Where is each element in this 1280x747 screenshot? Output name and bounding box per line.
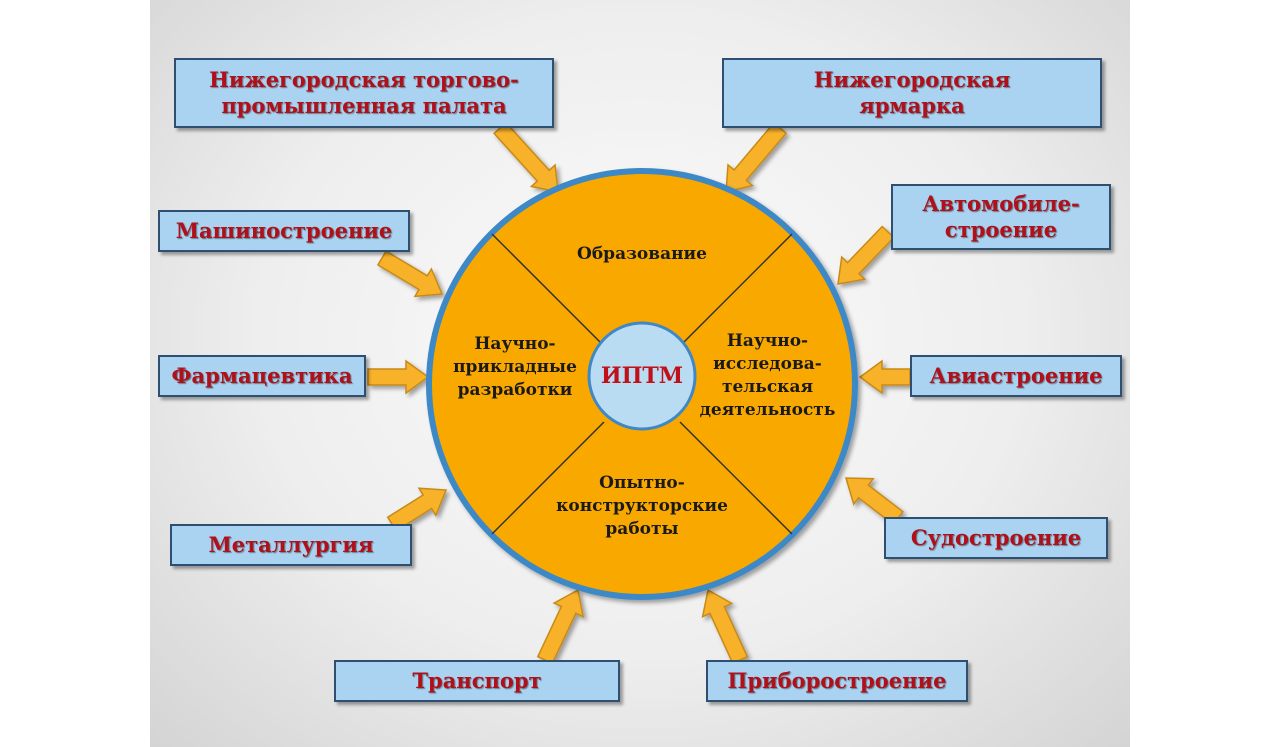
center-circle <box>587 321 697 431</box>
arrow-instruments <box>701 588 749 665</box>
divider-sw <box>491 421 605 535</box>
box-metallurgy[interactable]: Металлургия <box>170 524 412 566</box>
divider-ne <box>679 233 793 347</box>
arrow-transport <box>536 588 585 665</box>
box-aviation[interactable]: Авиастроение <box>910 355 1122 397</box>
box-shipbuilding[interactable]: Судостроение <box>884 517 1108 559</box>
box-fair[interactable]: Нижегородская ярмарка <box>722 58 1102 128</box>
arrow-mechanical <box>376 250 444 298</box>
segment-bottom: Опытно- конструкторские работы <box>556 473 728 539</box>
arrow-metallurgy <box>386 487 448 532</box>
center-label: ИПТМ <box>600 363 684 389</box>
segment-left: Научно- прикладные разработки <box>453 334 577 400</box>
box-mechanical[interactable]: Машиностроение <box>158 210 410 252</box>
arrow-chamber <box>493 121 559 193</box>
segment-top: Образование <box>577 244 707 264</box>
box-automotive[interactable]: Автомобиле- строение <box>891 184 1111 250</box>
box-pharma[interactable]: Фармацевтика <box>158 355 366 397</box>
arrows <box>367 121 911 665</box>
segment-right: Научно- исследова- тельская деятельность <box>699 331 836 420</box>
arrow-automotive <box>837 225 895 285</box>
arrow-fair <box>725 121 788 193</box>
divider-nw <box>491 233 605 347</box>
box-transport[interactable]: Транспорт <box>334 660 620 702</box>
box-instruments[interactable]: Приборостроение <box>706 660 968 702</box>
arrow-aviation <box>858 359 911 395</box>
arrow-pharma <box>367 359 430 395</box>
divider-se <box>679 421 793 535</box>
segment-dividers <box>491 233 793 535</box>
box-chamber[interactable]: Нижегородская торгово- промышленная пала… <box>174 58 554 128</box>
